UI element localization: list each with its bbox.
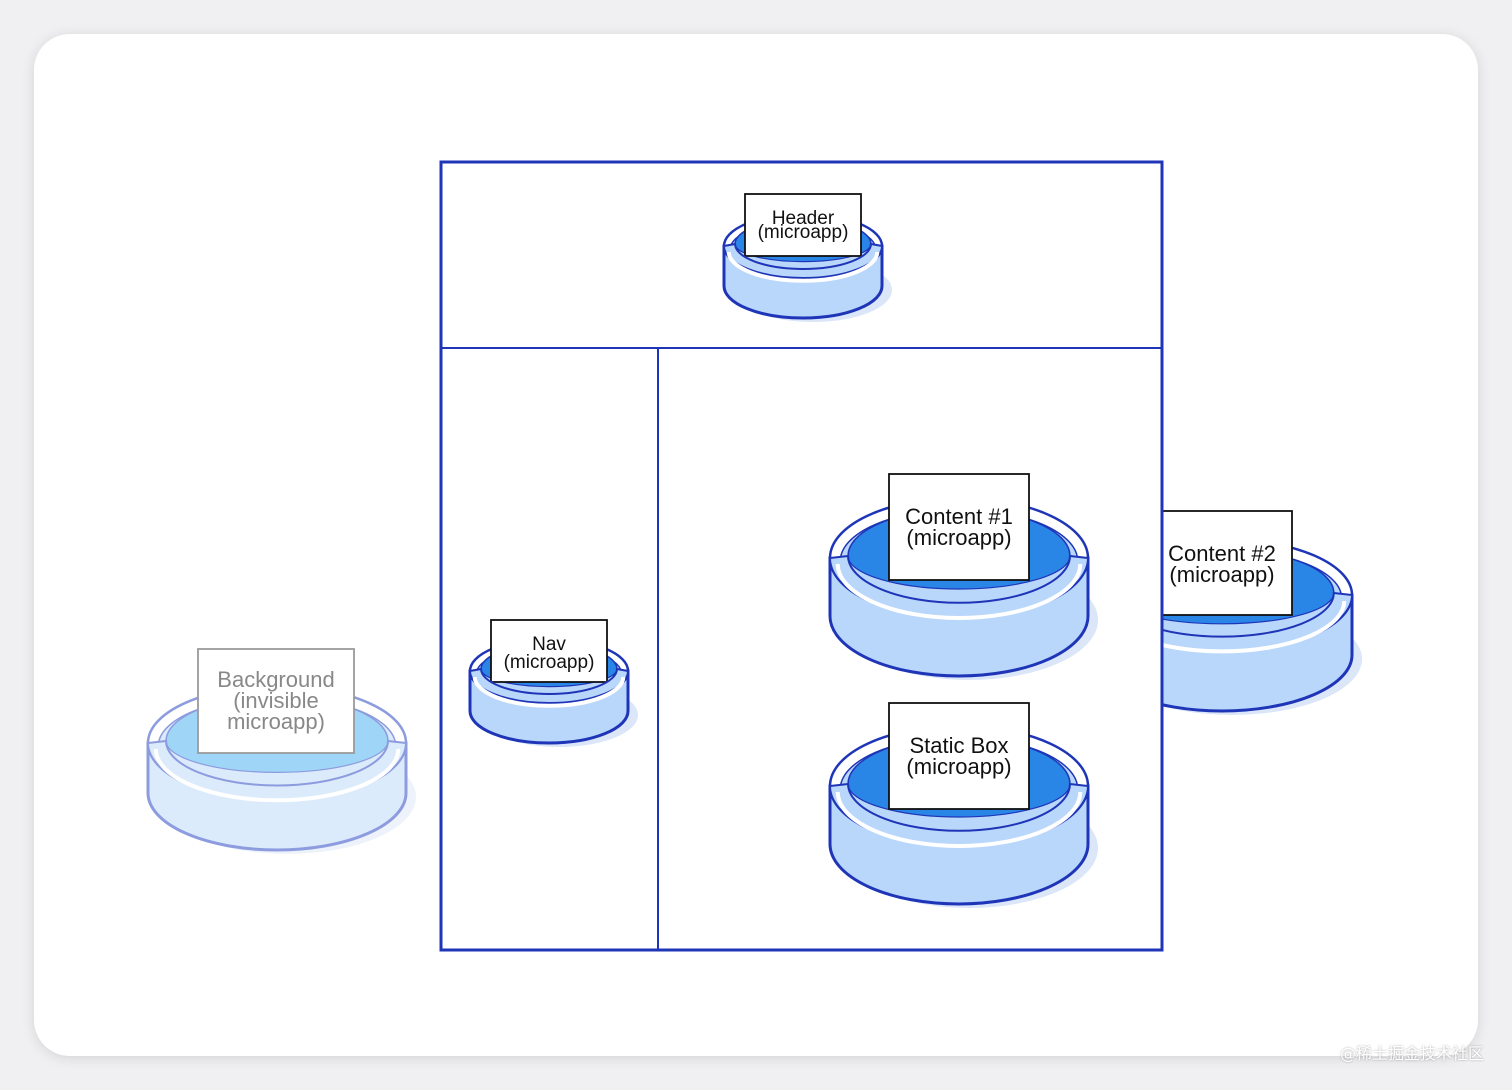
static-box-rim-highlight xyxy=(835,791,1083,848)
content2-label: Content #2 (microapp) xyxy=(1168,541,1276,587)
content1-card xyxy=(888,473,1030,581)
static-box-label-line2: (microapp) xyxy=(906,754,1011,779)
background-microapp-cup xyxy=(146,648,416,854)
header-label: Header (microapp) xyxy=(758,208,849,243)
content1-rim-highlight xyxy=(835,563,1083,620)
header-microapp-cup xyxy=(722,193,892,322)
background-label-line3: microapp) xyxy=(227,709,325,734)
nav-rim-highlight xyxy=(472,676,626,708)
watermark-text: @稀土掘金技术社区 xyxy=(1339,1044,1484,1063)
header-front-rim xyxy=(722,242,884,279)
content2-label-line2: (microapp) xyxy=(1169,562,1274,587)
static-box-card xyxy=(888,702,1030,810)
nav-microapp-cup xyxy=(468,619,638,747)
header-card xyxy=(744,193,862,257)
header-rim-highlight xyxy=(726,251,880,283)
content1-microapp-cup xyxy=(828,473,1098,680)
header-label-line1: Header xyxy=(772,208,835,229)
background-label-line2: (invisible xyxy=(233,688,319,713)
nav-label: Nav (microapp) xyxy=(504,634,595,673)
static-box-label-line1: Static Box xyxy=(909,733,1008,758)
background-card xyxy=(197,648,355,754)
content1-label: Content #1 (microapp) xyxy=(905,504,1013,550)
nav-card xyxy=(490,619,608,683)
content2-label-line1: Content #2 xyxy=(1168,541,1276,566)
background-rim-highlight xyxy=(153,748,401,803)
static-box-microapp-cup xyxy=(828,702,1098,908)
nav-front-rim xyxy=(468,667,630,704)
header-label-line2: (microapp) xyxy=(758,222,849,243)
static-box-label: Static Box (microapp) xyxy=(906,733,1011,779)
content2-card xyxy=(1151,510,1293,616)
content1-label-line2: (microapp) xyxy=(906,525,1011,550)
nav-label-line1: Nav xyxy=(532,634,566,655)
background-label-line1: Background xyxy=(217,667,334,692)
nav-label-line2: (microapp) xyxy=(504,652,595,673)
content1-label-line1: Content #1 xyxy=(905,504,1013,529)
background-label: Background (invisible microapp) xyxy=(217,667,334,734)
